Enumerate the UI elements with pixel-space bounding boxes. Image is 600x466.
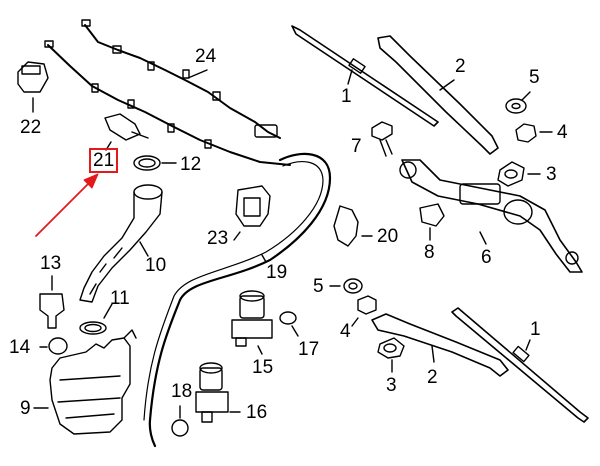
connector-22 xyxy=(17,61,49,113)
clip-21 xyxy=(104,113,149,151)
grommet-18 xyxy=(171,405,189,437)
pump-23 xyxy=(233,185,271,241)
callout-19: 19 xyxy=(266,262,288,283)
callout-14: 14 xyxy=(9,337,31,358)
callout-21-highlighted: 21 xyxy=(89,148,119,173)
callout-17: 17 xyxy=(298,339,320,360)
callout-2-bottom: 2 xyxy=(427,367,438,388)
callout-2-top: 2 xyxy=(455,56,466,77)
bolt-7 xyxy=(371,121,393,157)
filler-neck-10 xyxy=(79,184,163,303)
cap-3a xyxy=(497,161,541,187)
grommet-17 xyxy=(279,311,299,337)
callout-3-top: 3 xyxy=(546,164,557,185)
callout-8: 8 xyxy=(424,242,435,263)
callout-1-top: 1 xyxy=(341,86,352,107)
indicator-arrow xyxy=(35,173,99,237)
callout-9: 9 xyxy=(20,398,31,419)
callout-10: 10 xyxy=(145,255,167,276)
washer-5a xyxy=(505,91,531,114)
washer-5b xyxy=(329,278,363,294)
callout-7: 7 xyxy=(351,136,362,157)
nut-4a xyxy=(515,123,553,143)
callout-23: 23 xyxy=(207,228,229,249)
wiring-harness-24 xyxy=(44,19,291,166)
callout-6: 6 xyxy=(481,247,492,268)
callout-16: 16 xyxy=(246,402,268,423)
callout-4-bottom: 4 xyxy=(340,321,351,342)
callout-3-bottom: 3 xyxy=(386,375,397,396)
callout-24: 24 xyxy=(195,46,217,67)
callout-13: 13 xyxy=(40,253,62,274)
wiper-linkage-6 xyxy=(399,159,583,273)
wiper-arm-2a xyxy=(377,35,499,155)
nut-4b xyxy=(351,295,377,327)
cap-3b xyxy=(377,337,405,373)
callout-18: 18 xyxy=(171,381,193,402)
callout-5-bottom: 5 xyxy=(313,276,324,297)
bracket-8 xyxy=(419,203,445,241)
callout-5-top: 5 xyxy=(529,67,540,88)
hose-19 xyxy=(143,152,332,448)
reservoir-group xyxy=(33,275,137,435)
nozzle-20 xyxy=(333,205,373,247)
callout-1-bottom: 1 xyxy=(530,319,541,340)
callout-11: 11 xyxy=(110,288,130,309)
callout-22: 22 xyxy=(20,117,42,138)
gasket-12 xyxy=(133,155,177,171)
pump-16 xyxy=(195,362,241,423)
callout-20: 20 xyxy=(377,226,399,247)
wiper-blade-1a xyxy=(291,25,439,127)
wiper-blade-1b xyxy=(451,307,589,423)
pump-15 xyxy=(231,290,273,355)
callout-12: 12 xyxy=(180,154,202,175)
callout-4-top: 4 xyxy=(557,122,568,143)
wiper-arm-2b xyxy=(371,313,509,377)
callout-15: 15 xyxy=(252,357,274,378)
